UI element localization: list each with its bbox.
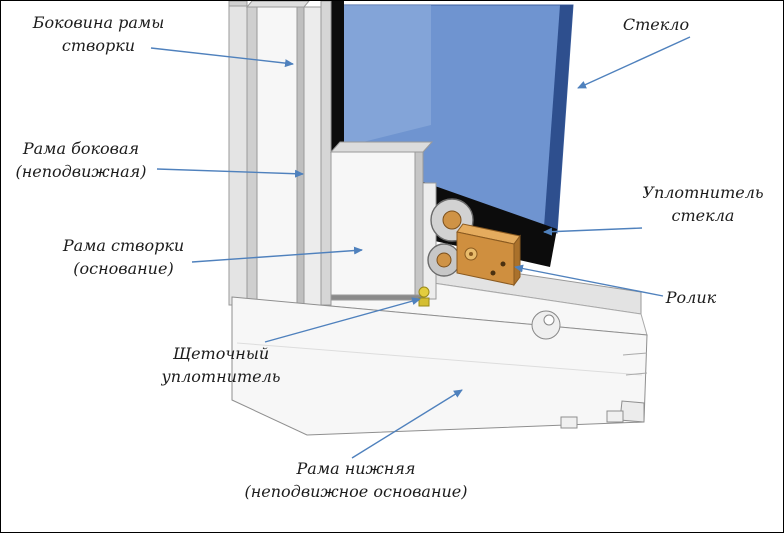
frame-top-bevel — [245, 1, 310, 8]
fixed-frame-face — [256, 6, 298, 307]
roller-bracket — [422, 182, 437, 300]
label-roller: Ролик — [641, 286, 741, 309]
sash-panel-face — [330, 151, 424, 300]
rail-end-cut-1 — [622, 352, 648, 356]
label-line: Рама нижняя — [296, 459, 416, 478]
rail-hook-rib — [531, 310, 561, 340]
label-line: Рама створки — [62, 236, 185, 255]
sash-side-edge — [296, 6, 305, 308]
glass-edge — [544, 5, 573, 233]
sash-panel-bottom-seam — [330, 294, 424, 301]
label-line: Боковина рамы — [32, 13, 165, 32]
label-line: створки — [61, 36, 136, 55]
rail-bottom-tab-1 — [560, 416, 578, 429]
label-side-frame-fixed: Рама боковая (неподвижная) — [3, 137, 159, 183]
rail-end-cut-2 — [625, 372, 648, 376]
label-brush-seal: Щеточный уплотнитель — [151, 342, 291, 388]
label-glass: Стекло — [601, 13, 711, 36]
rail-bottom-tab-2 — [606, 410, 624, 423]
label-line: Рама боковая — [22, 139, 140, 158]
label-line: Щеточный — [172, 344, 270, 363]
roller-screw-hole-1 — [500, 261, 506, 267]
rail-end-notch — [619, 400, 645, 423]
pointer-arrows — [150, 36, 691, 459]
label-line: стекла — [671, 206, 735, 225]
fixed-frame-outer-strip — [228, 4, 248, 306]
glass-highlight — [343, 5, 431, 147]
roller-wheel-upper-hub — [442, 210, 462, 230]
sash-side-face — [303, 6, 322, 308]
sash-base-panel — [329, 141, 437, 301]
label-line: (неподвижная) — [15, 162, 147, 181]
rail-front-groove — [236, 342, 643, 376]
brush-seal-ball — [418, 286, 430, 298]
bottom-rail-front — [231, 296, 648, 436]
label-bottom-frame-fixed: Рама нижняя (неподвижное основание) — [211, 457, 501, 503]
arrow-sash-frame-base — [191, 246, 363, 263]
roller-housing-end — [513, 234, 521, 287]
arrow-glass-seal — [543, 227, 643, 236]
arrow-glass — [577, 36, 691, 89]
label-line: (неподвижное основание) — [244, 482, 468, 501]
label-line: (основание) — [73, 259, 174, 278]
brush-seal-base — [418, 297, 430, 307]
label-line: уплотнитель — [161, 367, 281, 386]
arrow-brush-seal — [264, 297, 421, 343]
roller-wheel-lower-hub — [436, 252, 452, 268]
arrow-sash-side-frame — [150, 47, 294, 68]
label-glass-seal: Уплотнитель стекла — [633, 181, 773, 227]
label-sash-side-frame: Боковина рамы створки — [21, 11, 176, 57]
label-line: Ролик — [665, 288, 717, 307]
label-line: Стекло — [622, 15, 690, 34]
fixed-frame-shadow-strip — [246, 6, 258, 306]
sash-panel-top — [329, 141, 434, 153]
sash-panel-edge — [414, 151, 424, 300]
arrow-side-frame-fixed — [156, 168, 304, 178]
roller-screw-hole-2 — [490, 270, 496, 276]
rail-hook-curl — [543, 314, 555, 326]
left-frame-assembly — [228, 1, 332, 308]
roller-axle-pin — [469, 252, 473, 256]
label-sash-frame-base: Рама створки (основание) — [46, 234, 201, 280]
fixed-frame-top-cap — [228, 1, 248, 7]
seal-vertical-strip — [330, 1, 344, 153]
label-line: Уплотнитель — [642, 183, 764, 202]
glass-pane — [342, 4, 574, 234]
roller-assembly — [427, 198, 521, 287]
sash-side-return — [320, 1, 332, 306]
arrow-bottom-frame-fixed — [351, 389, 463, 459]
arrow-roller — [514, 264, 664, 297]
